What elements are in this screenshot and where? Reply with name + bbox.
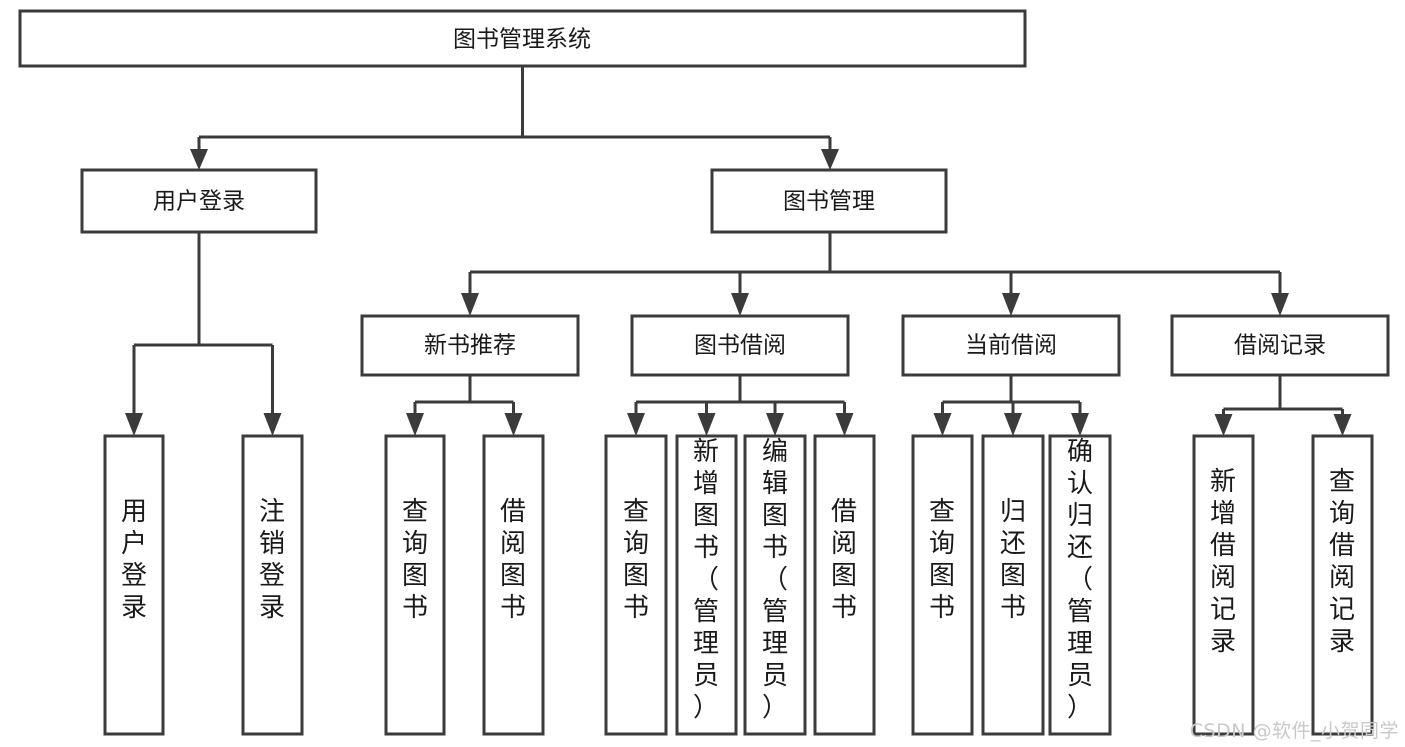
node-leaf-borrow-book-rec-label: 借阅图书 [500, 497, 526, 623]
node-root[interactable]: 图书管理系统 [18, 9, 1027, 68]
node-leaf-query-borrow-record-label: 查询借阅记录 [1329, 467, 1355, 657]
arrowhead-current-borrow [1002, 293, 1020, 316]
node-leaf-add-book-box[interactable] [675, 434, 738, 736]
arrowhead-leaf-logout [263, 413, 282, 436]
node-new-book-recommend-box[interactable] [360, 314, 580, 377]
node-root-box[interactable] [18, 9, 1027, 68]
node-leaf-logout[interactable]: 注销登录 [241, 434, 304, 736]
node-leaf-borrow-book-rec[interactable]: 借阅图书 [482, 434, 545, 736]
node-leaf-query-book-rec[interactable]: 查询图书 [384, 434, 446, 736]
arrowhead-leaf-query-record [1333, 414, 1352, 436]
arrowhead-leaf-edit-book [766, 413, 784, 436]
node-leaf-query-book-borrow-label: 查询图书 [623, 497, 649, 623]
node-book-borrow-label: 图书借阅 [694, 333, 786, 359]
node-leaf-user-login-label: 用户登录 [121, 497, 147, 623]
node-current-borrow-box[interactable] [901, 314, 1121, 377]
arrowhead-user-login [190, 149, 208, 170]
node-leaf-return-book-box[interactable] [981, 434, 1045, 736]
node-leaf-add-borrow-record[interactable]: 新增借阅记录 [1192, 434, 1255, 736]
node-leaf-edit-book-box[interactable] [743, 434, 807, 736]
node-leaf-query-borrow-record-box[interactable] [1311, 434, 1374, 736]
node-leaf-borrow-book-borrow[interactable]: 借阅图书 [813, 434, 876, 736]
arrowhead-borrow-record [1271, 293, 1289, 316]
node-book-management[interactable]: 图书管理 [710, 168, 948, 234]
node-leaf-query-book-rec-label: 查询图书 [402, 497, 428, 623]
node-leaf-borrow-book-borrow-box[interactable] [813, 434, 876, 736]
node-leaf-add-borrow-record-box[interactable] [1192, 434, 1255, 736]
node-root-label: 图书管理系统 [453, 27, 591, 53]
node-leaf-user-login-box[interactable] [103, 434, 165, 736]
node-leaf-query-book-current[interactable]: 查询图书 [911, 434, 974, 736]
node-book-borrow[interactable]: 图书借阅 [630, 314, 850, 377]
node-leaf-query-book-borrow[interactable]: 查询图书 [604, 434, 668, 736]
node-user-login-label: 用户登录 [153, 189, 245, 215]
node-leaf-add-borrow-record-label: 新增借阅记录 [1210, 467, 1236, 657]
node-leaf-query-borrow-record[interactable]: 查询借阅记录 [1311, 434, 1374, 736]
node-leaf-return-book[interactable]: 归还图书 [981, 434, 1045, 736]
arrowhead-leaf-query-book-b [627, 413, 645, 436]
node-leaf-add-book-label: 新增图书（管理员） [693, 437, 719, 723]
node-current-borrow-label: 当前借阅 [965, 333, 1057, 359]
node-leaf-user-login[interactable]: 用户登录 [103, 434, 165, 736]
arrowhead-leaf-return-book [1004, 413, 1022, 436]
node-leaf-confirm-return-label: 确认归还（管理员） [1067, 437, 1093, 723]
node-leaf-query-book-current-box[interactable] [911, 434, 974, 736]
node-new-book-recommend[interactable]: 新书推荐 [360, 314, 580, 377]
node-leaf-query-book-rec-box[interactable] [384, 434, 446, 736]
connector-layer [125, 66, 1352, 436]
node-user-login-box[interactable] [80, 168, 318, 234]
arrowhead-leaf-add-record [1214, 414, 1233, 436]
node-book-management-label: 图书管理 [783, 189, 875, 215]
node-leaf-confirm-return-box[interactable] [1048, 434, 1112, 736]
node-leaf-edit-book-label: 编辑图书（管理员） [762, 437, 788, 723]
arrowhead-leaf-borrow-book-a [504, 413, 523, 436]
node-new-book-recommend-label: 新书推荐 [424, 333, 516, 359]
node-leaf-logout-label: 注销登录 [259, 497, 285, 623]
node-leaf-return-book-label: 归还图书 [1000, 497, 1026, 623]
node-current-borrow[interactable]: 当前借阅 [901, 314, 1121, 377]
node-leaf-confirm-return[interactable]: 确认归还（管理员） [1048, 434, 1112, 736]
arrowhead-leaf-query-book-c [933, 413, 952, 436]
node-book-borrow-box[interactable] [630, 314, 850, 377]
node-leaf-add-book[interactable]: 新增图书（管理员） [675, 434, 738, 736]
node-leaf-borrow-book-rec-box[interactable] [482, 434, 545, 736]
node-leaf-edit-book[interactable]: 编辑图书（管理员） [743, 434, 807, 736]
csdn-watermark: CSDN @软件_小贺同学 [1189, 720, 1399, 742]
node-borrow-record[interactable]: 借阅记录 [1170, 314, 1390, 377]
node-book-management-box[interactable] [710, 168, 948, 234]
arrowhead-leaf-user-login [125, 413, 143, 436]
arrowhead-leaf-confirm-return [1071, 413, 1089, 436]
arrowhead-new-book-rec [461, 293, 479, 316]
node-borrow-record-label: 借阅记录 [1234, 333, 1326, 359]
node-leaf-query-book-borrow-box[interactable] [604, 434, 668, 736]
node-borrow-record-box[interactable] [1170, 314, 1390, 377]
node-leaf-logout-box[interactable] [241, 434, 304, 736]
node-leaf-query-book-current-label: 查询图书 [929, 497, 955, 623]
arrowhead-book-borrow [731, 293, 749, 316]
arrowhead-leaf-add-book [697, 413, 716, 436]
node-user-login[interactable]: 用户登录 [80, 168, 318, 234]
arrowhead-leaf-borrow-book-b [835, 413, 854, 436]
node-leaf-borrow-book-borrow-label: 借阅图书 [831, 497, 857, 623]
arrowhead-leaf-query-book-a [406, 413, 424, 436]
arrowhead-book-mgmt [821, 149, 839, 170]
